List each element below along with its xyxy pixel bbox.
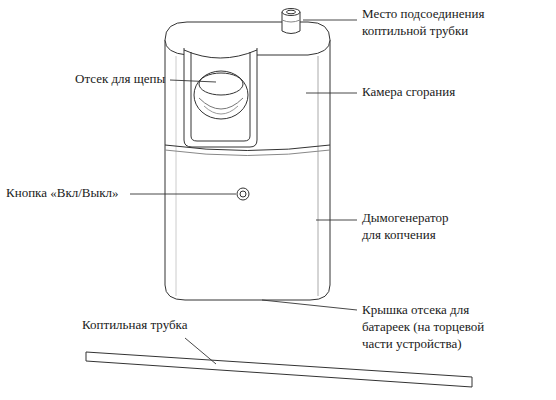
leader-line <box>262 300 357 310</box>
chip-compartment <box>184 48 257 147</box>
leader-line <box>130 194 236 195</box>
callout-label: Место подсоединения коптильной трубки <box>362 6 522 40</box>
body-edge <box>176 56 177 296</box>
leader-line <box>185 338 216 364</box>
callout-label: Крышка отсека для батареек (на торцевой … <box>362 302 512 353</box>
leader-line <box>316 220 357 221</box>
device-body <box>165 40 330 300</box>
body-edge <box>318 56 319 296</box>
callout-label: Кнопка «Вкл/Выкл» <box>6 185 119 202</box>
module-seam <box>165 150 330 156</box>
smoking-tube <box>86 352 472 387</box>
callout-label: Отсек для щепы <box>75 71 165 88</box>
tube-connector <box>282 9 300 34</box>
leader-line <box>170 80 216 82</box>
leader-line <box>306 93 357 94</box>
callout-label: Дымогенератор для копчения <box>362 210 462 244</box>
callout-label: Коптильная трубка <box>82 317 188 334</box>
callout-label: Камера сгорания <box>362 84 455 101</box>
leader-line <box>303 20 357 21</box>
power-button <box>237 188 249 200</box>
module-seam <box>165 145 330 151</box>
